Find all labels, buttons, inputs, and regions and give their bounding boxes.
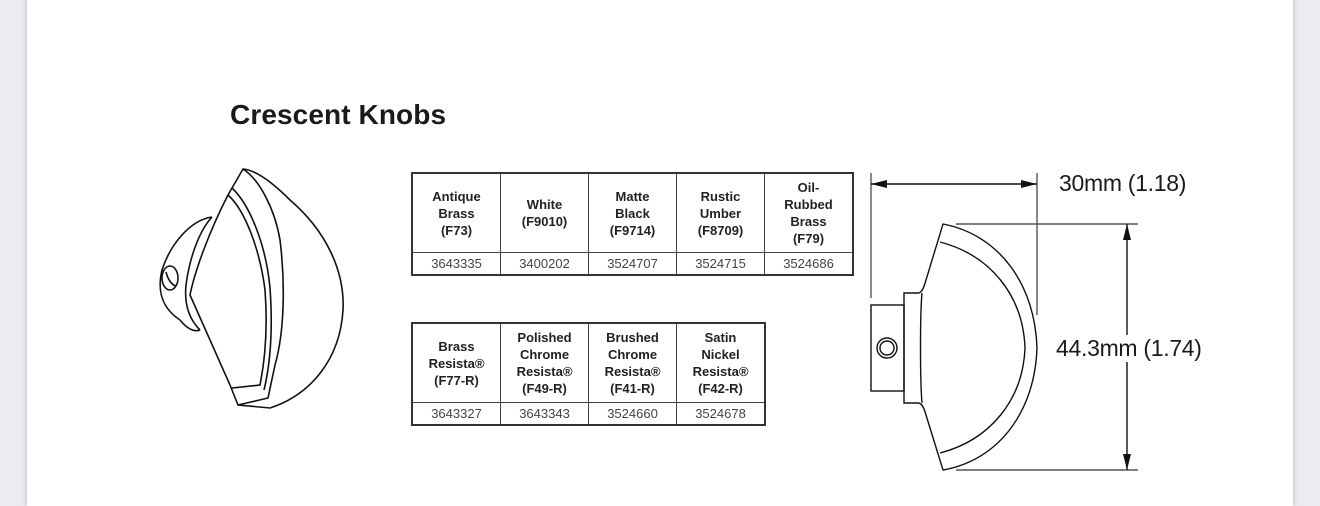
finish-header-polished-chrome-resista: Polished Chrome Resista® (F49-R) bbox=[500, 322, 589, 403]
part-number: 3643343 bbox=[500, 402, 589, 426]
finish-header-satin-nickel-resista: Satin Nickel Resista® (F42-R) bbox=[676, 322, 766, 403]
knob-side-profile-illustration bbox=[870, 173, 1138, 471]
part-number: 3524715 bbox=[676, 252, 765, 276]
depth-dimension-label: 30mm (1.18) bbox=[1056, 170, 1186, 197]
part-number: 3524678 bbox=[676, 402, 766, 426]
part-number: 3643327 bbox=[411, 402, 501, 426]
table-header-row: Antique Brass (F73) White (F9010) Matte … bbox=[411, 172, 854, 253]
height-dimension-label: 44.3mm (1.74) bbox=[1054, 335, 1204, 362]
finish-header-white: White (F9010) bbox=[500, 172, 589, 253]
table-row: 3643327 3643343 3524660 3524678 bbox=[411, 402, 766, 426]
finish-header-antique-brass: Antique Brass (F73) bbox=[411, 172, 501, 253]
part-number: 3524686 bbox=[764, 252, 854, 276]
part-number: 3400202 bbox=[500, 252, 589, 276]
table-header-row: Brass Resista® (F77-R) Polished Chrome R… bbox=[411, 322, 766, 403]
finish-header-brushed-chrome-resista: Brushed Chrome Resista® (F41-R) bbox=[588, 322, 677, 403]
finish-table-standard: Antique Brass (F73) White (F9010) Matte … bbox=[411, 172, 854, 276]
finish-header-brass-resista: Brass Resista® (F77-R) bbox=[411, 322, 501, 403]
page-title: Crescent Knobs bbox=[230, 99, 447, 130]
finish-header-rustic-umber: Rustic Umber (F8709) bbox=[676, 172, 765, 253]
knob-perspective-illustration bbox=[159, 168, 344, 409]
finish-header-matte-black: Matte Black (F9714) bbox=[588, 172, 677, 253]
finish-header-oil-rubbed-brass: Oil- Rubbed Brass (F79) bbox=[764, 172, 854, 253]
finish-table-resista: Brass Resista® (F77-R) Polished Chrome R… bbox=[411, 322, 766, 426]
part-number: 3524707 bbox=[588, 252, 677, 276]
part-number: 3643335 bbox=[411, 252, 501, 276]
part-number: 3524660 bbox=[588, 402, 677, 426]
table-row: 3643335 3400202 3524707 3524715 3524686 bbox=[411, 252, 854, 276]
